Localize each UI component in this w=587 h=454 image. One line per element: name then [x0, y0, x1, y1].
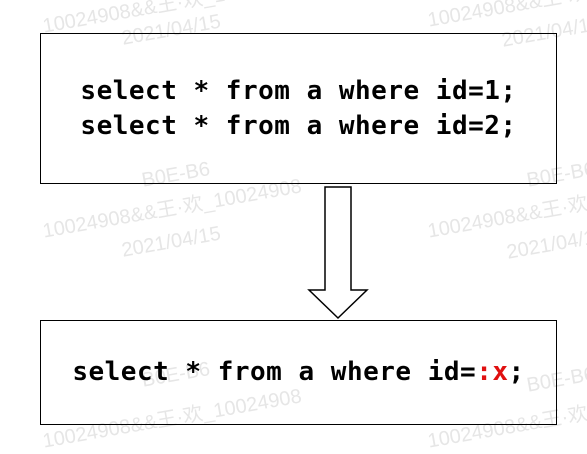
bind-variable: :x: [476, 357, 509, 387]
sql-query-line: select * from a where id=1;: [80, 75, 517, 106]
watermark-date: 2021/04/15: [505, 224, 587, 264]
sql-query-prefix: select * from a where id=: [72, 357, 477, 387]
sql-bind-query-line: select * from a where id=:x;: [72, 355, 524, 390]
down-arrow-icon: [307, 186, 369, 320]
bind-variable-query-box: select * from a where id=:x;: [40, 320, 557, 425]
literal-queries-box: select * from a where id=1; select * fro…: [40, 33, 557, 184]
watermark-text: 10024908&&王·欢_10024908: [425, 0, 587, 33]
sql-query-line: select * from a where id=2;: [80, 110, 517, 141]
sql-query-suffix: ;: [508, 357, 525, 387]
watermark-date: 2021/04/15: [120, 222, 223, 262]
